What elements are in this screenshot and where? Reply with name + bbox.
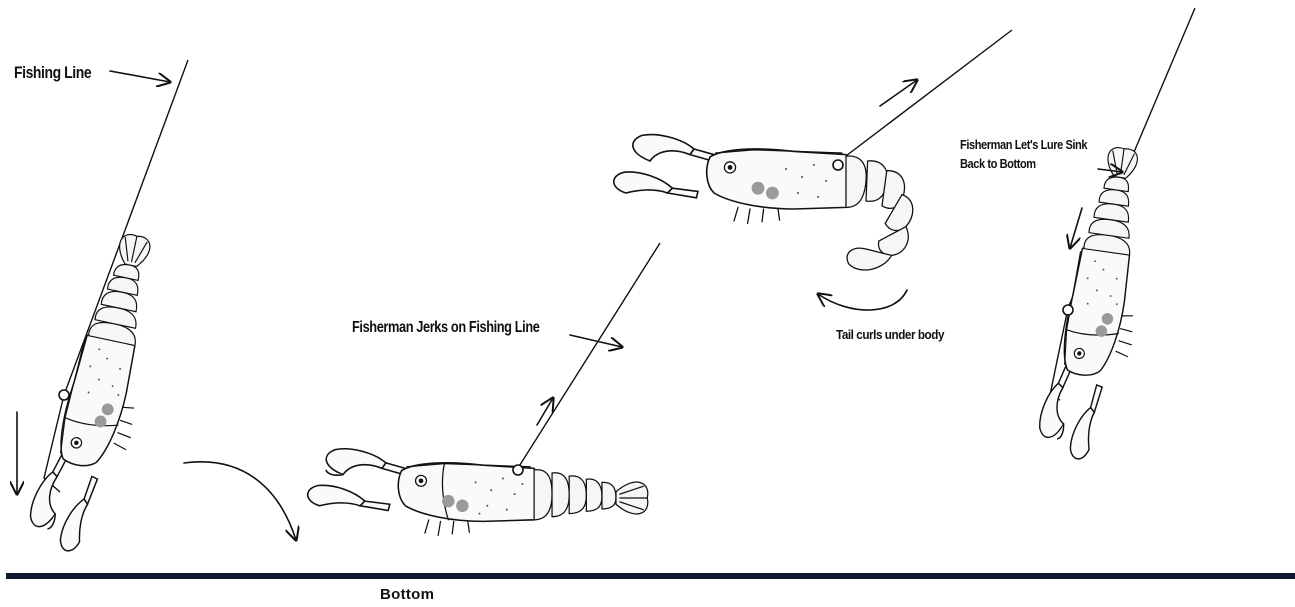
tail-curls-label: Tail curls under body xyxy=(836,327,944,342)
line-tie-eye xyxy=(513,465,523,475)
line-tie-eye xyxy=(1063,305,1073,315)
crayfish-lure-icon xyxy=(1035,142,1158,464)
sink-arrow-icon xyxy=(1070,208,1082,248)
fisherman-jerks-label: Fisherman Jerks on Fishing Line xyxy=(352,319,539,337)
crayfish-lure-icon xyxy=(24,226,171,559)
crayfish-lure-icon xyxy=(614,135,913,270)
line-tie-eye xyxy=(833,160,843,170)
lets-sink-label-line1: Fisherman Let's Lure Sink xyxy=(960,135,1087,154)
lets-sink-label: Fisherman Let's Lure Sink Back to Bottom xyxy=(960,135,1087,173)
line-tie-eye xyxy=(59,390,69,400)
fishing-line-label: Fishing Line xyxy=(14,63,91,83)
lets-sink-label-line2: Back to Bottom xyxy=(960,154,1087,173)
tail-curl-arrow xyxy=(818,290,907,310)
transition-curve-arrow xyxy=(184,462,296,540)
up-arrow-icon xyxy=(880,80,917,106)
pull-up-arrow-icon xyxy=(537,398,553,425)
fishing-line-pointer-arrow xyxy=(110,71,170,82)
bottom-label: Bottom xyxy=(380,586,434,603)
crayfish-lure-icon xyxy=(308,449,648,536)
fishing-line-2 xyxy=(518,243,660,468)
